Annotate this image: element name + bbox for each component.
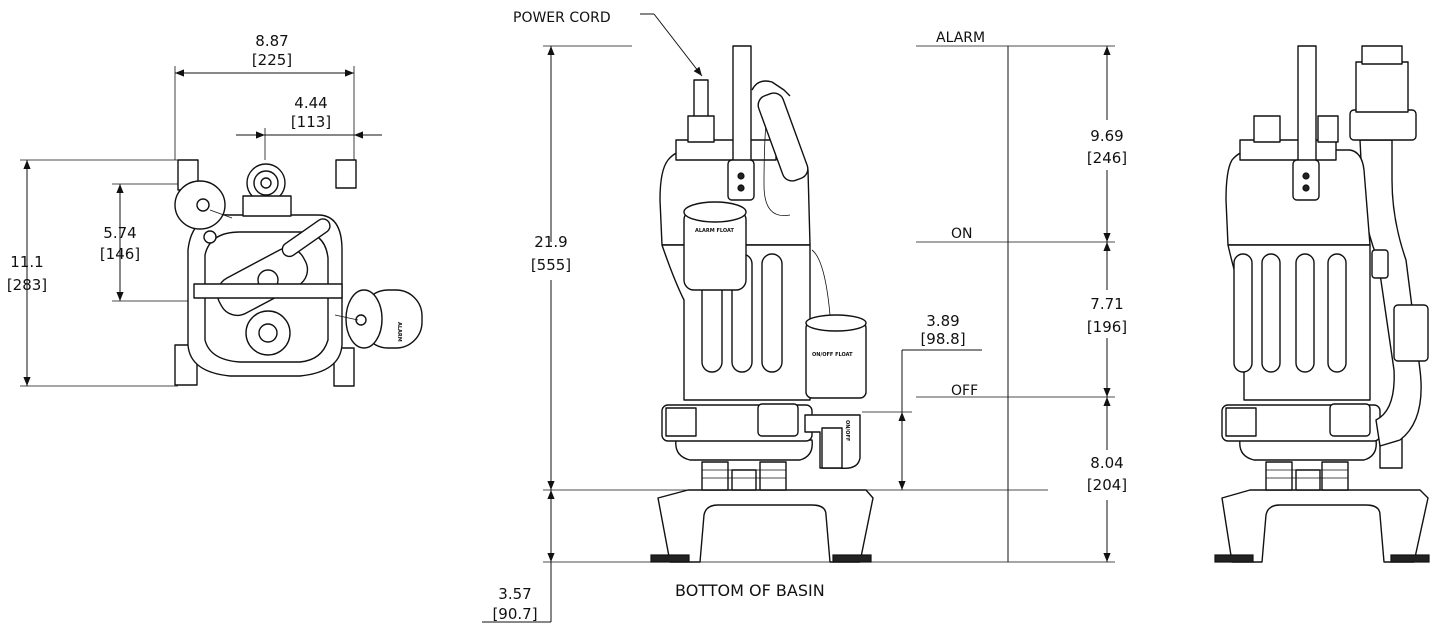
dim-stand-height: 3.57 [90.7] <box>482 489 1115 623</box>
svg-text:[225]: [225] <box>252 51 292 69</box>
svg-text:3.57: 3.57 <box>498 585 531 603</box>
dim-top-offset: 4.44 [113] <box>236 94 382 160</box>
dim-discharge-height: 3.89 [98.8] <box>862 312 982 490</box>
top-view: 8.87 [225] 4.44 [113] 11.1 [283] 5.74 [1… <box>7 32 423 387</box>
off-label: OFF <box>951 383 978 399</box>
bottom-of-basin-label: BOTTOM OF BASIN <box>675 581 825 600</box>
svg-text:ON/OFF: ON/OFF <box>844 420 850 441</box>
svg-text:ALARM FLOAT: ALARM FLOAT <box>695 228 735 234</box>
svg-text:[113]: [113] <box>291 113 331 131</box>
dim-top-depth: 11.1 [283] <box>7 159 178 387</box>
svg-text:[90.7]: [90.7] <box>492 605 537 623</box>
svg-text:8.87: 8.87 <box>255 32 288 50</box>
power-cord-callout: POWER CORD <box>513 10 703 77</box>
svg-text:ALARM: ALARM <box>396 322 402 342</box>
dim-on-to-off: 7.71 [196] <box>1087 242 1127 397</box>
svg-text:[146]: [146] <box>100 245 140 263</box>
dim-overall-height: 21.9 [555] <box>531 45 632 490</box>
dim-top-width: 8.87 [225] <box>174 32 355 160</box>
front-view: POWER CORD ON/OFF <box>482 10 1127 623</box>
front-pump-graphic: ON/OFF ALARM FLOAT <box>650 45 874 563</box>
svg-text:11.1: 11.1 <box>10 253 43 271</box>
svg-text:21.9: 21.9 <box>534 233 567 251</box>
pump-top-body: ALARM <box>174 159 423 387</box>
svg-text:3.89: 3.89 <box>926 312 959 330</box>
dim-top-inner: 5.74 [146] <box>100 183 200 302</box>
side-view <box>1214 45 1430 563</box>
svg-text:[204]: [204] <box>1087 476 1127 494</box>
svg-text:[196]: [196] <box>1087 318 1127 336</box>
level-lines: ALARM ON OFF <box>916 30 1115 562</box>
svg-text:5.74: 5.74 <box>103 224 136 242</box>
svg-text:7.71: 7.71 <box>1090 295 1123 313</box>
svg-text:[246]: [246] <box>1087 149 1127 167</box>
svg-text:8.04: 8.04 <box>1090 454 1123 472</box>
on-label: ON <box>951 226 973 242</box>
svg-text:9.69: 9.69 <box>1090 127 1123 145</box>
svg-text:4.44: 4.44 <box>294 94 327 112</box>
svg-text:[283]: [283] <box>7 276 47 294</box>
svg-text:ON/OFF FLOAT: ON/OFF FLOAT <box>812 352 853 358</box>
dim-alarm-to-on: 9.69 [246] <box>1087 46 1127 242</box>
svg-text:[555]: [555] <box>531 256 571 274</box>
alarm-label: ALARM <box>936 30 985 46</box>
svg-text:[98.8]: [98.8] <box>920 330 965 348</box>
svg-text:POWER CORD: POWER CORD <box>513 10 611 26</box>
dim-off-to-bottom: 8.04 [204] <box>1087 397 1127 562</box>
